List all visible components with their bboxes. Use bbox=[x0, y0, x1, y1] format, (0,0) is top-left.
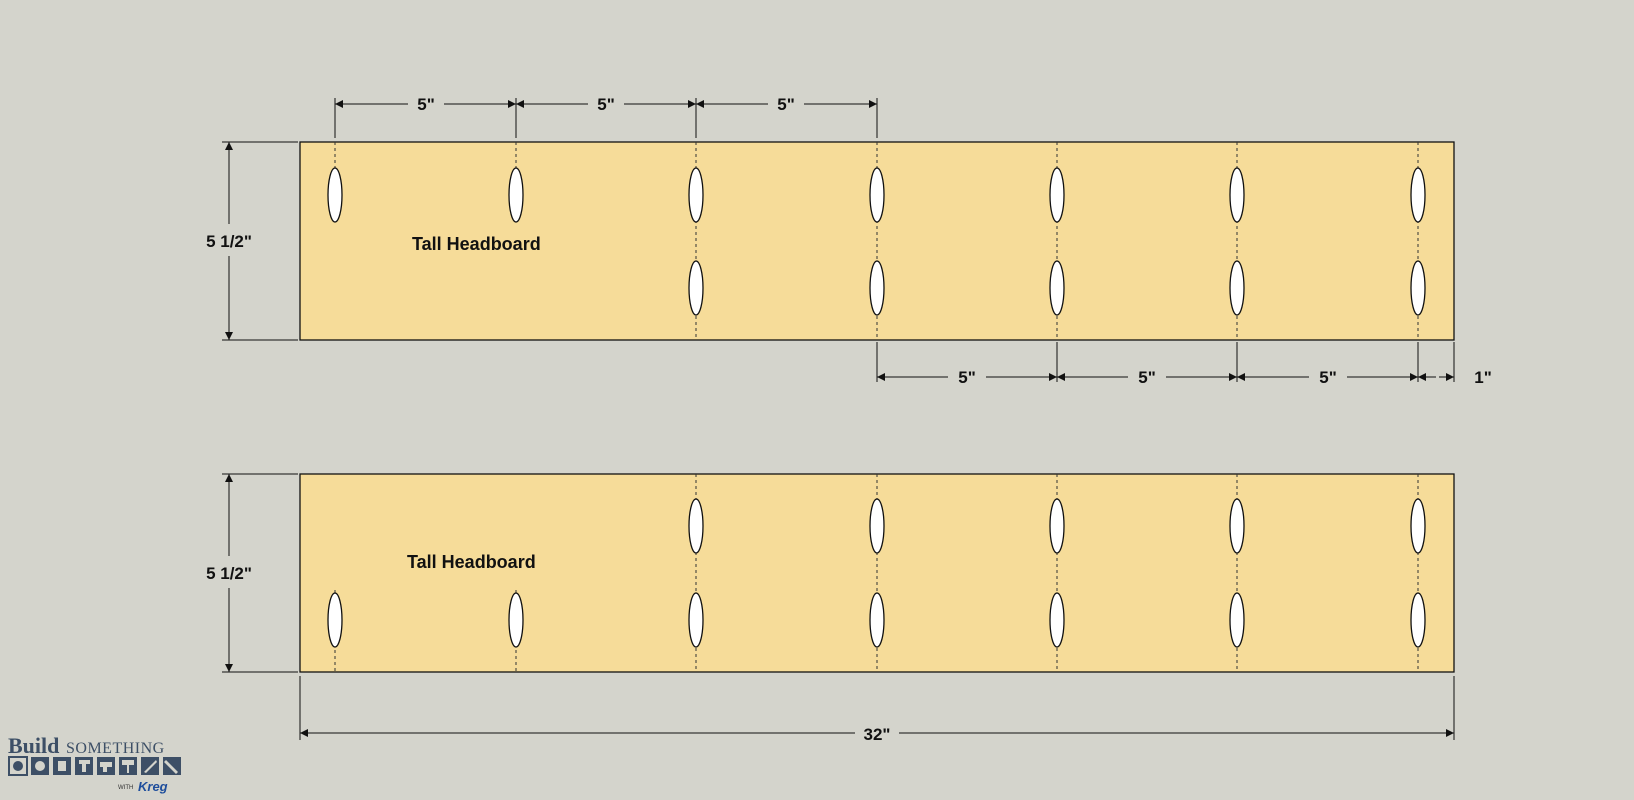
kreg-logo-text: Kreg bbox=[138, 779, 168, 794]
bottom-spacing-label-2: 5" bbox=[1138, 368, 1156, 387]
pocket-hole bbox=[1410, 498, 1426, 554]
bottom-spacing-label-3: 5" bbox=[1319, 368, 1337, 387]
board-2: Tall Headboard 5 1/2" 32" bbox=[206, 473, 1455, 744]
pocket-hole bbox=[1049, 167, 1065, 223]
board-1-height-label: 5 1/2" bbox=[206, 232, 252, 251]
board-1-pocket-holes bbox=[327, 167, 1426, 316]
pocket-hole bbox=[688, 498, 704, 554]
board-1-top-dimensions bbox=[334, 98, 878, 138]
pocket-hole bbox=[688, 260, 704, 316]
logo-build-text: Build bbox=[8, 733, 59, 758]
pocket-hole bbox=[869, 167, 885, 223]
pocket-hole bbox=[1049, 498, 1065, 554]
pocket-hole bbox=[508, 167, 524, 223]
pocket-hole bbox=[1229, 592, 1245, 648]
pocket-hole bbox=[1229, 167, 1245, 223]
bottom-spacing-label-1: 5" bbox=[958, 368, 976, 387]
pocket-hole bbox=[1049, 260, 1065, 316]
pocket-hole bbox=[1410, 592, 1426, 648]
pocket-hole bbox=[1229, 260, 1245, 316]
logo-something-text: SOMETHING bbox=[66, 740, 165, 757]
logo-with-text: WITH bbox=[118, 785, 133, 791]
board-2-height-label: 5 1/2" bbox=[206, 564, 252, 583]
top-spacing-label-3: 5" bbox=[777, 95, 795, 114]
board-2-width-label: 32" bbox=[864, 725, 891, 744]
pocket-hole bbox=[1410, 260, 1426, 316]
buildsomething-kreg-logo: Build SOMETHING WITH Kreg bbox=[8, 733, 181, 794]
board-2-width-dimension bbox=[299, 676, 1455, 740]
circular-saw-icon bbox=[8, 756, 28, 776]
board-1-bottom-dimensions bbox=[876, 342, 1455, 382]
board-2-height-dimension bbox=[222, 473, 298, 673]
board-1: Tall Headboard 5 1/2" 5" 5" 5" bbox=[206, 95, 1492, 387]
board-2-label: Tall Headboard bbox=[407, 552, 536, 572]
top-spacing-label-2: 5" bbox=[597, 95, 615, 114]
pocket-hole bbox=[869, 498, 885, 554]
pocket-hole bbox=[1049, 592, 1065, 648]
board-2-pocket-holes bbox=[327, 498, 1426, 648]
pocket-hole bbox=[688, 592, 704, 648]
pocket-hole bbox=[688, 167, 704, 223]
pocket-hole bbox=[869, 260, 885, 316]
top-spacing-label-1: 5" bbox=[417, 95, 435, 114]
board-1-label: Tall Headboard bbox=[412, 234, 541, 254]
pocket-hole bbox=[508, 592, 524, 648]
bottom-spacing-label-4: 1" bbox=[1474, 368, 1492, 387]
board-1-height-dimension bbox=[222, 141, 298, 341]
pocket-hole bbox=[327, 167, 343, 223]
pocket-hole bbox=[327, 592, 343, 648]
pocket-hole bbox=[1229, 498, 1245, 554]
pocket-hole bbox=[1410, 167, 1426, 223]
logo-tool-icons bbox=[8, 756, 181, 776]
pocket-hole bbox=[869, 592, 885, 648]
